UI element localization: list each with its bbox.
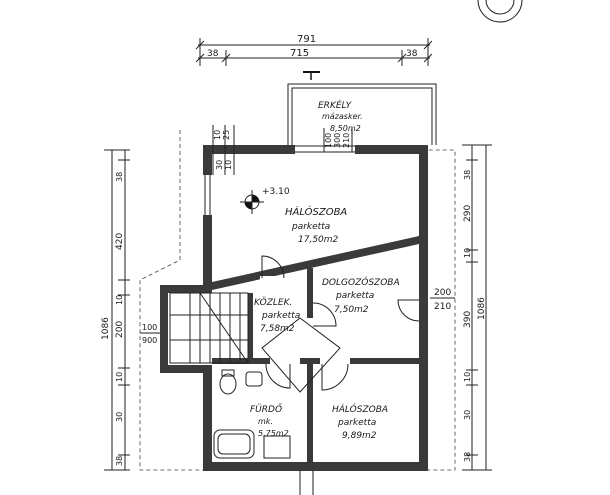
room-area-bedroom-large: 17,50m2 [298, 235, 339, 245]
right-dimension-chain: 38 290 10 390 10 30 38 1086 [462, 144, 492, 471]
svg-text:210: 210 [434, 302, 451, 312]
dim-overall-width: 791 [297, 34, 316, 45]
room-name-study: DOLGOZÓSZOBA [322, 276, 400, 288]
svg-text:10: 10 [213, 130, 222, 140]
left-dimension-chain: 1086 38 420 10 200 10 30 38 [101, 149, 130, 471]
north-arrow-inner [485, 0, 515, 15]
room-floor-corridor: parketta [261, 311, 300, 321]
top-dimension-chain: 791 38 715 38 [195, 34, 433, 66]
room-floor-bathroom: mk. [258, 417, 273, 426]
svg-text:30: 30 [115, 412, 124, 422]
room-name-bedroom-small: HÁLÓSZOBA [332, 403, 388, 415]
svg-text:10: 10 [115, 372, 124, 382]
svg-text:10: 10 [463, 372, 472, 382]
room-name-corridor: KÖZLEK. [254, 297, 292, 308]
dim-overall-depth-left: 1086 [101, 317, 111, 340]
room-area-study: 7,50m2 [334, 305, 369, 315]
staircase [169, 292, 249, 364]
svg-text:38: 38 [463, 452, 472, 462]
room-area-bathroom: 5,75m2 [258, 429, 289, 438]
bathroom-fixtures [213, 369, 291, 459]
dim-overall-depth-right: 1086 [477, 297, 487, 320]
roof-outline [139, 130, 456, 471]
svg-text:30: 30 [463, 410, 472, 420]
washing-machine [263, 435, 291, 459]
room-floor-bedroom-large: parketta [291, 222, 330, 232]
room-floor-study: parketta [335, 291, 374, 301]
left-opening-dims: 100 900 [140, 323, 160, 345]
svg-text:300: 300 [333, 133, 342, 148]
svg-text:100: 100 [324, 133, 333, 148]
door-swings [261, 255, 420, 391]
toilet [219, 373, 237, 395]
bathtub [213, 429, 255, 459]
svg-text:38: 38 [115, 172, 124, 182]
svg-text:900: 900 [142, 336, 157, 345]
svg-text:30: 30 [215, 160, 224, 170]
washbasin [245, 371, 263, 387]
room-area-bedroom-small: 9,89m2 [342, 431, 377, 441]
room-name-balcony: ERKÉLY [318, 99, 353, 111]
interior-walls [212, 236, 419, 462]
room-labels: ERKÉLY mázasker. 8,50m2 HÁLÓSZOBA parket… [250, 99, 400, 441]
room-area-corridor: 7,58m2 [260, 324, 295, 334]
svg-text:10: 10 [115, 295, 124, 305]
svg-text:200: 200 [434, 288, 451, 298]
svg-text:420: 420 [115, 233, 125, 250]
right-opening-dims: 200 210 [430, 288, 455, 312]
svg-text:390: 390 [463, 311, 473, 328]
svg-text:10: 10 [224, 160, 233, 170]
elevation-marker: +3.10 [240, 187, 290, 214]
north-arrow-icon [477, 0, 523, 23]
room-floor-balcony: mázasker. [322, 112, 363, 121]
elevation-label: +3.10 [262, 187, 290, 197]
room-name-bathroom: FÜRDŐ [250, 404, 282, 415]
room-name-bedroom-large: HÁLÓSZOBA [285, 205, 347, 218]
hall-diamond [261, 317, 341, 393]
svg-text:38: 38 [463, 170, 472, 180]
svg-text:210: 210 [342, 133, 351, 148]
balcony [287, 83, 437, 145]
dim-middle-width: 715 [290, 48, 309, 59]
svg-text:25: 25 [222, 130, 231, 140]
svg-text:290: 290 [463, 205, 473, 222]
svg-text:100: 100 [142, 323, 157, 332]
room-area-balcony: 8,50m2 [330, 124, 361, 133]
room-floor-bedroom-small: parketta [337, 418, 376, 428]
balcony-dimensions: 100 300 210 [323, 128, 353, 152]
svg-text:38: 38 [115, 456, 124, 466]
svg-text:200: 200 [115, 321, 125, 338]
svg-text:10: 10 [463, 248, 472, 258]
wall-thickness-marks: 10 25 30 10 [212, 125, 235, 175]
dim-left-offset: 38 [207, 49, 219, 59]
dim-right-offset: 38 [406, 49, 418, 59]
